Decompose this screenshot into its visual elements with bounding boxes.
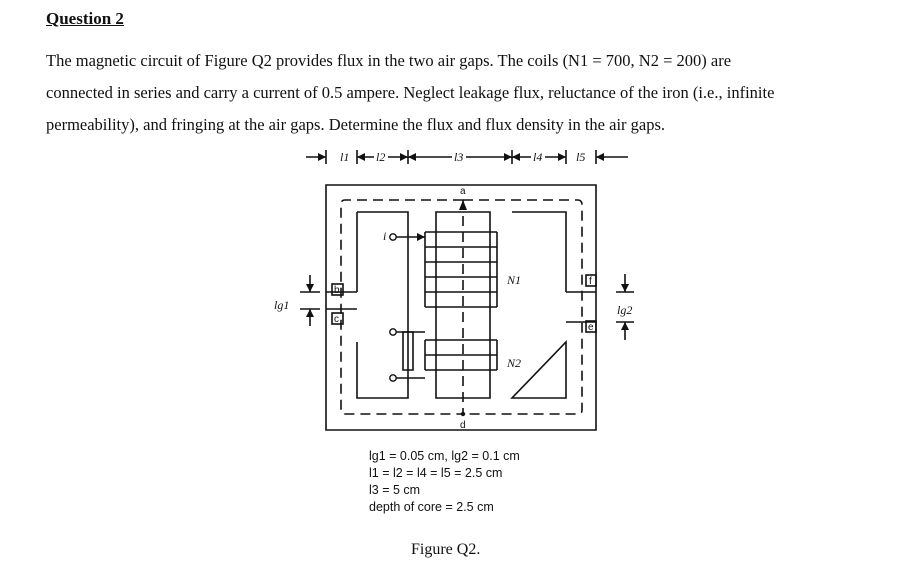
- gap2-label: lg2: [617, 303, 632, 317]
- point-label-e: e: [588, 322, 594, 333]
- point-label-c: c: [334, 314, 339, 325]
- spec-line: lg1 = 0.05 cm, lg2 = 0.1 cm: [369, 449, 520, 463]
- terminal-1: [389, 233, 397, 241]
- coil-n2: [424, 339, 498, 371]
- question-title: Question 2: [46, 9, 124, 28]
- spec-line: l1 = l2 = l4 = l5 = 2.5 cm: [369, 466, 503, 480]
- flux-path-right: [463, 199, 583, 415]
- figure-specs: lg1 = 0.05 cm, lg2 = 0.1 cm l1 = l2 = l4…: [369, 448, 520, 516]
- terminal-2: [389, 328, 397, 336]
- core-right-window: [510, 211, 567, 399]
- spec-line: depth of core = 2.5 cm: [369, 500, 494, 514]
- question-text: The magnetic circuit of Figure Q2 provid…: [46, 45, 876, 141]
- dim-label-l1: l1: [340, 150, 349, 164]
- terminal-3: [389, 374, 397, 382]
- coil1-label: N1: [506, 273, 521, 287]
- dim-label-l2: l2: [376, 150, 385, 164]
- flux-path-left: [340, 199, 463, 415]
- question-line-2: connected in series and carry a current …: [46, 83, 775, 102]
- current-label: i: [383, 229, 386, 243]
- question-line-3: permeability), and fringing at the air g…: [46, 115, 666, 134]
- point-label-a: a: [460, 186, 466, 197]
- spec-line: l3 = 5 cm: [369, 483, 421, 497]
- question-line-1: The magnetic circuit of Figure Q2 provid…: [46, 51, 732, 70]
- point-label-f: f: [589, 276, 592, 287]
- coil-n1: [424, 231, 498, 308]
- dim-label-l5: l5: [576, 150, 585, 164]
- figure-caption: Figure Q2.: [411, 541, 481, 558]
- gap1-label: lg1: [274, 298, 289, 312]
- center-leg: [435, 211, 491, 399]
- core-left-window: [356, 211, 409, 399]
- dim-label-l4: l4: [533, 150, 542, 164]
- point-label-d: d: [460, 420, 466, 431]
- core-outer: [325, 184, 597, 431]
- dim-label-l3: l3: [454, 150, 463, 164]
- coil2-label: N2: [506, 356, 521, 370]
- gap1-dimension: [300, 275, 320, 326]
- point-label-b: b: [334, 285, 340, 296]
